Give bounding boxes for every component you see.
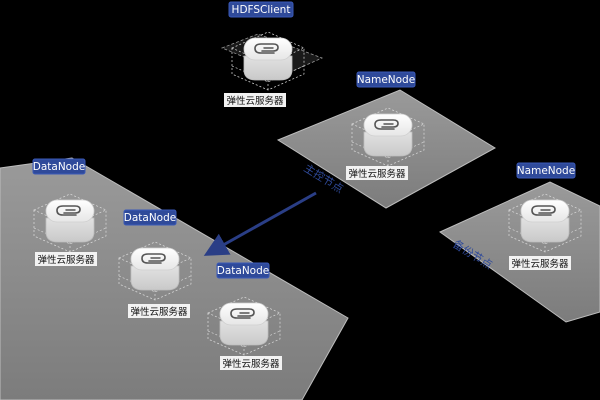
datanode-3-server-label-text: 弹性云服务器 <box>222 358 280 370</box>
namenode-primary-tag: NameNode <box>356 71 416 88</box>
datanode-3-tag: DataNode <box>216 262 270 279</box>
server-icon <box>45 199 95 243</box>
server-icon <box>130 247 180 291</box>
datanode-3-tag-text: DataNode <box>217 265 269 277</box>
datanode-1-server-label-text: 弹性云服务器 <box>37 254 95 266</box>
datanode-2-tag-text: DataNode <box>124 212 176 224</box>
client-server-label-text: 弹性云服务器 <box>226 95 284 107</box>
server-icon <box>363 113 413 157</box>
client-server-label: 弹性云服务器 <box>224 93 286 107</box>
datanode-2-server-label-text: 弹性云服务器 <box>130 306 188 318</box>
namenode-backup-server-label-text: 弹性云服务器 <box>511 258 569 270</box>
namenode-backup-tag: NameNode <box>516 162 576 179</box>
datanode-2-server-label: 弹性云服务器 <box>128 304 190 318</box>
namenode-primary-tag-text: NameNode <box>357 74 415 86</box>
server-icon <box>243 37 293 81</box>
server-icon <box>520 199 570 243</box>
datanode-1-server-label: 弹性云服务器 <box>35 252 97 266</box>
control-arrow <box>203 191 317 256</box>
datanode-3-server-label: 弹性云服务器 <box>220 356 282 370</box>
datanode-2-tag: DataNode <box>123 209 177 226</box>
namenode-backup-server-label: 弹性云服务器 <box>509 256 571 270</box>
server-icon <box>219 302 269 346</box>
client-tag: HDFSClient <box>228 1 294 18</box>
datanode-1-tag: DataNode <box>32 158 86 175</box>
namenode-backup-tag-text: NameNode <box>517 165 575 177</box>
client-tag-text: HDFSClient <box>232 4 291 16</box>
namenode-primary-server-label: 弹性云服务器 <box>346 166 408 180</box>
namenode-primary-server-label-text: 弹性云服务器 <box>348 168 406 180</box>
datanode-1-tag-text: DataNode <box>33 161 85 173</box>
